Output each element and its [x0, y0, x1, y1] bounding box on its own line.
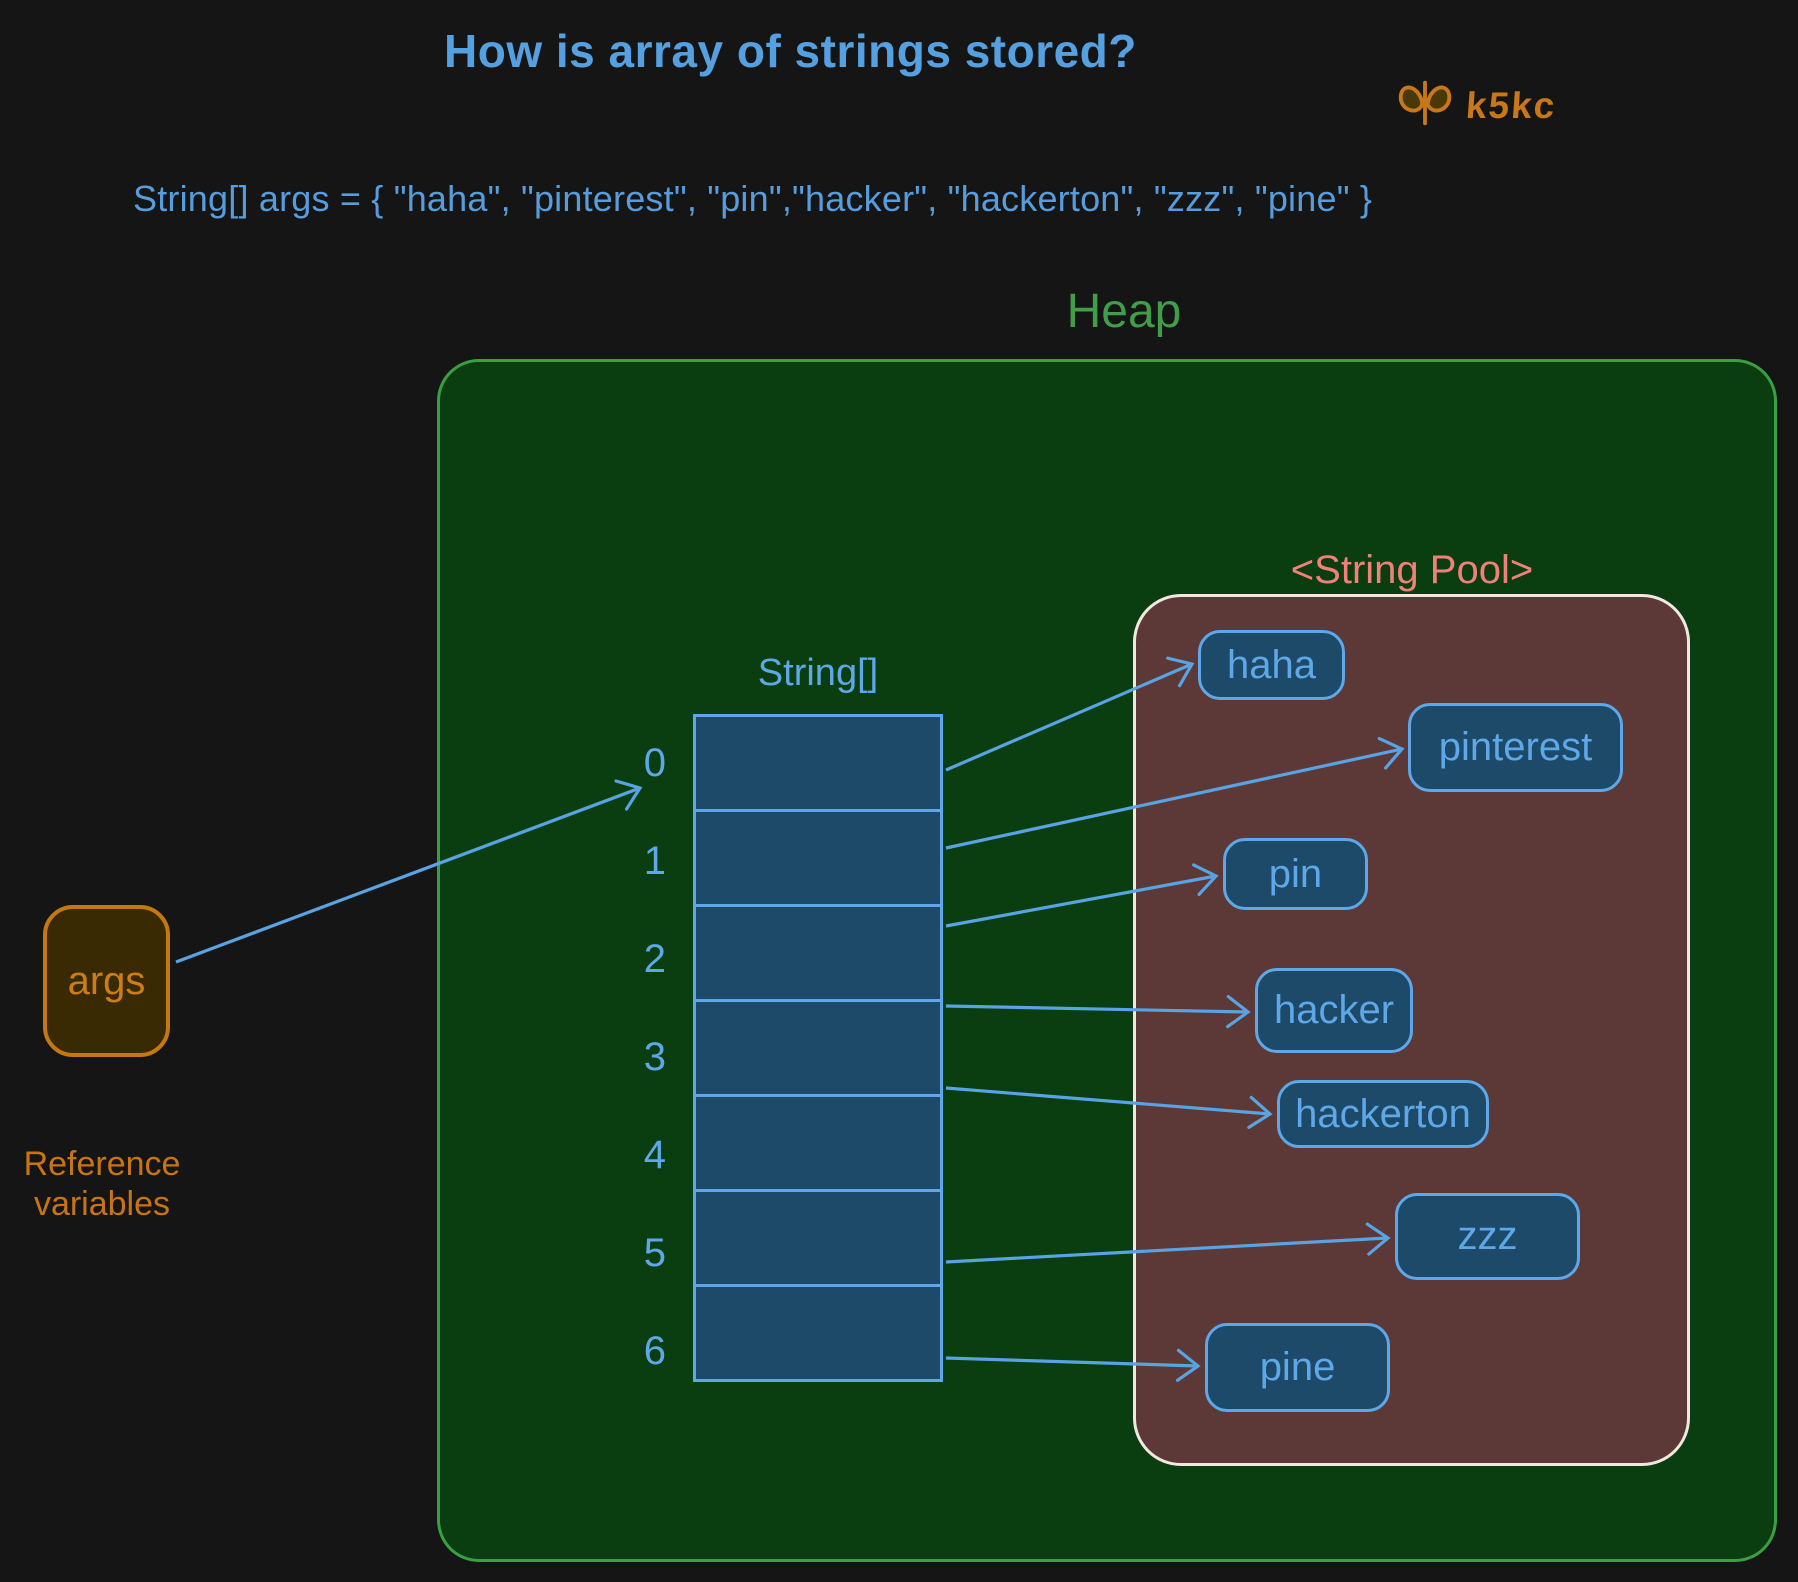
- array-cell-1: [693, 809, 943, 907]
- page-title: How is array of strings stored?: [444, 25, 1137, 77]
- pool-string-hacker: hacker: [1255, 968, 1413, 1053]
- reference-caption-line2: variables: [33, 1185, 171, 1224]
- string-array: [693, 714, 943, 1382]
- array-index-0: 0: [643, 741, 666, 785]
- args-reference-box: args: [43, 905, 170, 1057]
- array-index-column: 0 1 2 3 4 5 6: [600, 714, 666, 1400]
- array-index-6: 6: [643, 1329, 666, 1373]
- array-cell-4: [693, 1094, 943, 1192]
- reference-variables-caption: Reference variables: [0, 1144, 212, 1224]
- pool-string-pinterest: pinterest: [1408, 703, 1623, 792]
- array-cell-0: [693, 714, 943, 812]
- array-cell-6: [693, 1284, 943, 1382]
- array-index-2: 2: [643, 937, 666, 981]
- array-index-4: 4: [643, 1133, 666, 1177]
- pool-string-pin: pin: [1223, 838, 1368, 910]
- pool-string-haha: haha: [1198, 630, 1345, 700]
- reference-caption-line1: Reference: [23, 1145, 181, 1183]
- array-cell-5: [693, 1189, 943, 1287]
- butterfly-icon: [1396, 80, 1454, 131]
- pool-string-zzz: zzz: [1395, 1193, 1580, 1280]
- pool-string-pine: pine: [1205, 1323, 1390, 1412]
- array-type-label: String[]: [757, 652, 879, 694]
- array-index-3: 3: [643, 1035, 666, 1079]
- heap-title: Heap: [1066, 285, 1182, 338]
- code-declaration: String[] args = { "haha", "pinterest", "…: [133, 178, 1373, 219]
- array-index-1: 1: [643, 839, 666, 883]
- array-cell-2: [693, 904, 943, 1002]
- pool-string-hackerton: hackerton: [1277, 1080, 1489, 1148]
- array-index-5: 5: [643, 1231, 666, 1275]
- brand-logo: k5kc: [1396, 80, 1558, 131]
- array-cell-3: [693, 999, 943, 1097]
- brand-name: k5kc: [1464, 84, 1558, 126]
- string-pool-title: <String Pool>: [1290, 548, 1534, 592]
